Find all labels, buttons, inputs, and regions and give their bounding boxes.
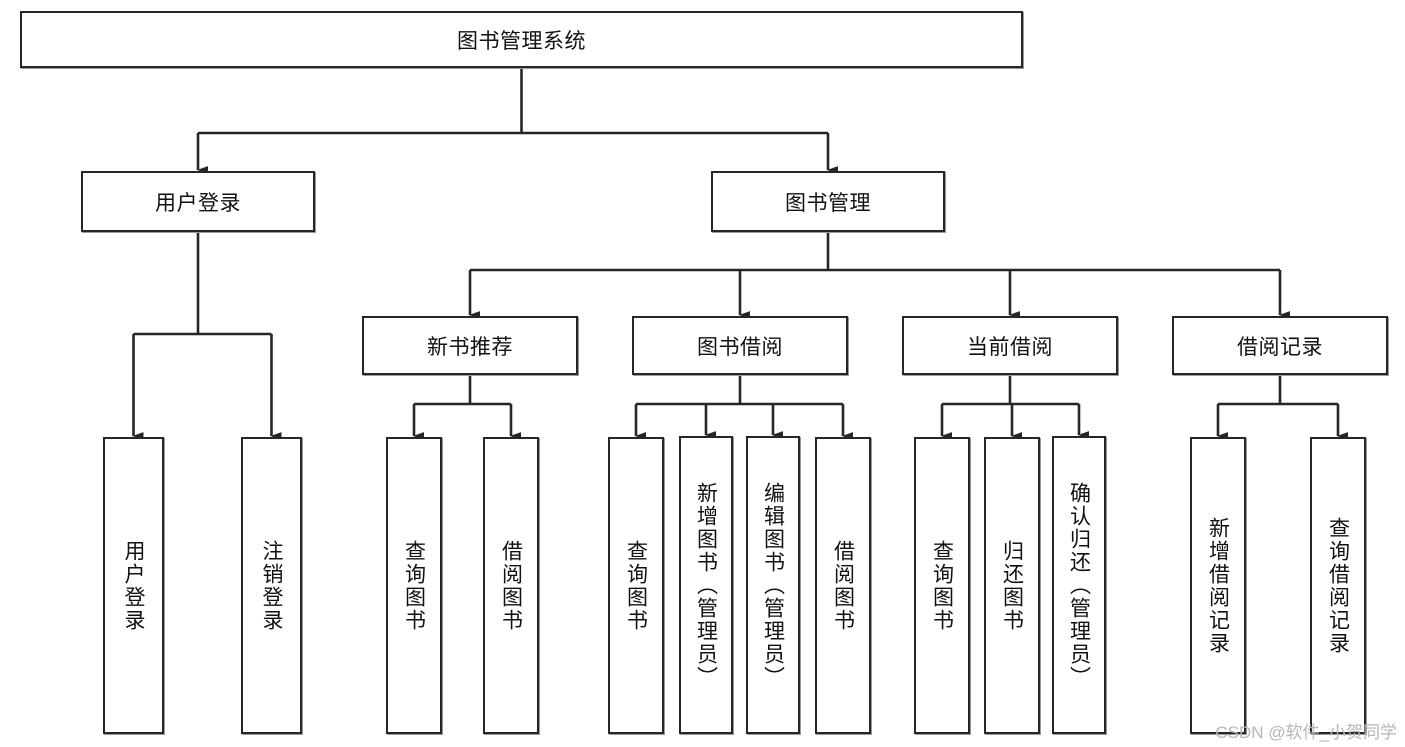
node-label-root: 图书管理系统: [457, 29, 586, 53]
watermark-label: CSDN @软件_小贺同学: [1215, 723, 1397, 742]
node-label-n7: 编辑图书（管理员）: [761, 481, 785, 689]
node-label-n13: 查询借阅记录: [1326, 516, 1350, 655]
node-label-n8: 借阅图书: [831, 539, 855, 632]
edges-group: [132, 68, 1348, 440]
node-label-n10: 归还图书: [1000, 539, 1024, 632]
node-box-root[interactable]: 图书管理系统: [20, 11, 1023, 68]
node-label-l3d: 借阅记录: [1237, 335, 1323, 359]
node-box-l3b[interactable]: 图书借阅: [632, 316, 848, 375]
node-label-l3b: 图书借阅: [697, 335, 783, 359]
node-box-n6[interactable]: 新增图书（管理员）: [679, 436, 733, 734]
node-box-n5[interactable]: 查询图书: [608, 437, 664, 734]
node-box-n1[interactable]: 用户登录: [103, 437, 164, 734]
node-box-l2a[interactable]: 用户登录: [81, 171, 315, 232]
node-label-n1: 用户登录: [122, 539, 145, 632]
node-box-n3[interactable]: 查询图书: [386, 437, 442, 734]
node-box-n2[interactable]: 注销登录: [241, 437, 302, 734]
node-box-l3c[interactable]: 当前借阅: [902, 316, 1118, 375]
node-box-n12[interactable]: 新增借阅记录: [1190, 437, 1246, 734]
node-label-n12: 新增借阅记录: [1206, 516, 1230, 655]
node-label-l2a: 用户登录: [155, 191, 241, 215]
node-label-n2: 注销登录: [260, 539, 283, 632]
node-box-l3d[interactable]: 借阅记录: [1172, 316, 1388, 375]
node-box-l3a[interactable]: 新书推荐: [362, 316, 578, 375]
node-label-n3: 查询图书: [402, 539, 426, 632]
node-box-l2b[interactable]: 图书管理: [711, 171, 945, 232]
node-label-l3a: 新书推荐: [427, 335, 513, 359]
node-label-n6: 新增图书（管理员）: [694, 481, 718, 689]
node-label-n9: 查询图书: [930, 539, 954, 632]
node-box-n11[interactable]: 确认归还（管理员）: [1052, 436, 1106, 734]
node-box-n13[interactable]: 查询借阅记录: [1310, 437, 1366, 734]
node-label-n4: 借阅图书: [499, 539, 523, 632]
node-label-n5: 查询图书: [624, 539, 648, 632]
node-box-n7[interactable]: 编辑图书（管理员）: [746, 436, 800, 734]
node-label-l3c: 当前借阅: [967, 335, 1053, 359]
node-label-l2b: 图书管理: [785, 191, 871, 215]
node-box-n4[interactable]: 借阅图书: [483, 437, 539, 734]
node-label-n11: 确认归还（管理员）: [1067, 481, 1091, 689]
node-box-n8[interactable]: 借阅图书: [815, 437, 871, 734]
node-box-n9[interactable]: 查询图书: [914, 437, 970, 734]
node-box-n10[interactable]: 归还图书: [984, 437, 1040, 734]
